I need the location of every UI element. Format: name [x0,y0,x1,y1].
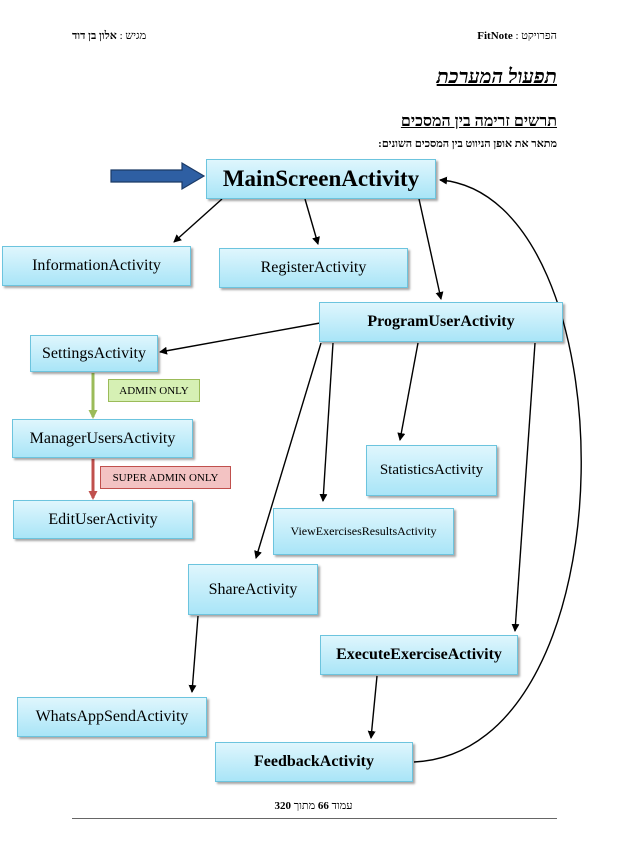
box-settings-label: SettingsActivity [42,344,146,362]
arrow-program-to-settings [159,322,321,355]
section-title: תפעול המערכת [436,66,557,88]
submitter-name: אלון בן דוד [72,30,117,42]
footer-of-word: מתוך [293,800,316,812]
box-whatsapp-send: WhatsAppSendActivity [17,697,207,737]
arrow-program-to-execute [511,342,536,632]
footer-total-pages: 320 [274,800,291,812]
arrow-program-to-view-results [319,342,334,502]
box-information-label: InformationActivity [32,257,161,274]
footer-page-word: עמוד [331,800,353,812]
subsection-title: תרשים זרימה בין המסכים [400,113,557,130]
box-main-screen: MainScreenActivity [206,159,436,199]
project-label: הפרויקט : [515,30,557,42]
box-register-label: RegisterActivity [260,259,367,276]
box-feedback: FeedbackActivity [215,742,413,782]
box-program-user-label: ProgramUserActivity [367,313,515,330]
arrow-program-to-statistics [397,342,419,441]
box-information: InformationActivity [2,246,191,286]
header-submitter: מגיש : אלון בן דוד [72,30,146,42]
page-footer: עמוד 66 מתוך 320 [0,800,627,812]
submitter-label: מגיש : [119,30,147,42]
box-view-exercises-results-label: ViewExercisesResultsActivity [290,524,437,538]
box-edit-user-label: EditUserActivity [48,510,158,528]
box-main-screen-label: MainScreenActivity [222,166,420,191]
tag-admin-only: ADMIN ONLY [108,379,200,402]
arrow-execute-to-feedback [367,675,378,739]
box-register: RegisterActivity [219,248,408,288]
arrow-program-to-share [254,342,322,559]
arrow-main-to-program [418,198,444,300]
box-execute-exercise-label: ExecuteExerciseActivity [336,646,502,663]
box-settings: SettingsActivity [30,335,158,372]
project-name: FitNote [477,30,513,42]
description: מתאר את אופן הניווט בין המסכים השונים: [378,138,557,150]
box-statistics: StatisticsActivity [366,445,497,496]
footer-page-number: 66 [317,800,329,812]
box-share: ShareActivity [188,564,318,615]
arrow-main-to-information [173,198,223,243]
box-feedback-label: FeedbackActivity [254,753,374,770]
tag-admin-only-label: ADMIN ONLY [119,384,189,397]
header-project: הפרויקט : FitNote [477,30,557,42]
tag-super-admin-only-label: SUPER ADMIN ONLY [112,471,219,484]
box-program-user: ProgramUserActivity [319,302,563,342]
box-whatsapp-send-label: WhatsAppSendActivity [35,708,189,725]
box-view-exercises-results: ViewExercisesResultsActivity [273,508,454,555]
box-manager-users: ManagerUsersActivity [12,419,193,458]
box-statistics-label: StatisticsActivity [379,462,484,478]
box-edit-user: EditUserActivity [13,500,193,539]
entry-arrow [110,161,206,191]
box-execute-exercise: ExecuteExerciseActivity [320,635,518,675]
arrow-main-to-register [304,198,320,245]
footer-divider [72,818,557,819]
tag-super-admin-only: SUPER ADMIN ONLY [100,466,231,489]
arrow-share-to-whatsapp [188,615,199,693]
box-share-label: ShareActivity [208,580,298,598]
arrow-feedback-to-main [413,176,582,763]
box-manager-users-label: ManagerUsersActivity [29,429,176,447]
